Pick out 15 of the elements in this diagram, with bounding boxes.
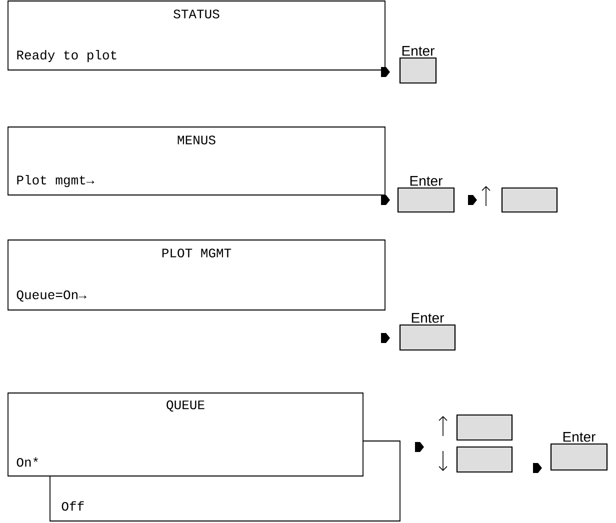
key-caption: Enter	[563, 432, 596, 442]
key-box	[550, 443, 608, 471]
key-box	[501, 187, 558, 213]
key-box	[456, 446, 513, 473]
display-box: MENUS Plot mgmt→	[8, 126, 386, 196]
key-box	[397, 187, 455, 213]
key-box	[399, 57, 437, 84]
key-box	[456, 414, 513, 441]
key-caption: Enter	[412, 313, 444, 323]
key-caption: Enter	[410, 176, 442, 186]
display-box: PLOT MGMT Queue=On→	[8, 240, 386, 310]
key-box	[399, 324, 456, 351]
display-box: QUEUE On*	[8, 392, 364, 476]
display-box: STATUS Ready to plot	[8, 0, 386, 70]
key-caption: Enter	[402, 46, 434, 56]
